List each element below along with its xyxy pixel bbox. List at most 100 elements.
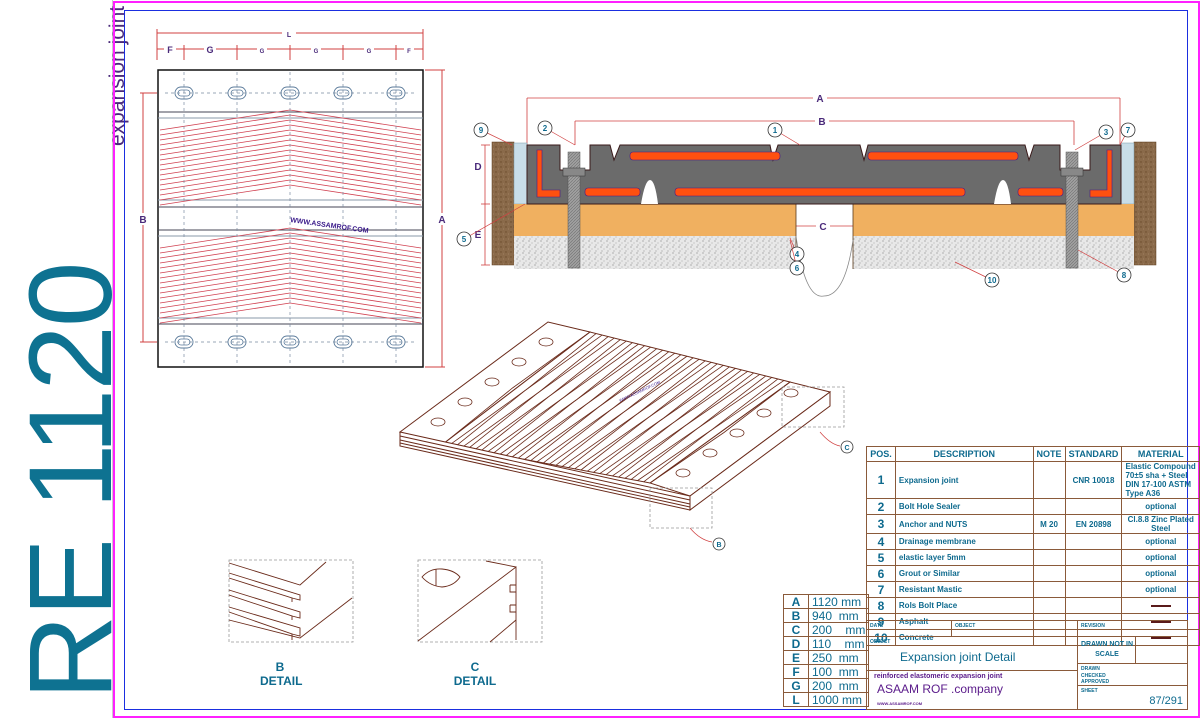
- bolt-holes: [174, 86, 406, 349]
- parts-table: POS. DESCRIPTION NOTE STANDARD MATERIAL …: [866, 446, 1200, 646]
- callout-label: 5: [462, 235, 467, 244]
- dim-label-a: A: [438, 215, 445, 226]
- detail-b-letter: B: [275, 660, 285, 674]
- part-description: elastic layer 5mm: [894, 549, 1034, 566]
- tb-revision-cell: REVISION: [1077, 620, 1188, 637]
- dimension-value: 940 mm: [807, 608, 870, 623]
- iso-bolt-hole-icon: [538, 337, 554, 347]
- header-description: DESCRIPTION: [894, 446, 1034, 462]
- iso-bolt-hole-icon: [511, 357, 527, 367]
- tb-sheet-label: SHEET: [1081, 688, 1098, 694]
- header-note: NOTE: [1032, 446, 1066, 462]
- callout-label: 3: [1104, 128, 1109, 137]
- dimension-key: E: [783, 650, 809, 665]
- dash-line-icon: [1150, 604, 1171, 607]
- tb-website: WWW.ASSAMROF.COM: [877, 701, 923, 706]
- bolt-hole-icon: [174, 335, 194, 349]
- tb-description: reinforced elastomeric expansion joint: [874, 673, 1003, 680]
- iso-bolt-hole-icon: [430, 417, 446, 427]
- dim-label-f-left: F: [167, 45, 173, 55]
- tb-object-top-label: OBJECT: [955, 623, 976, 629]
- tb-blank-cell: [1135, 636, 1188, 664]
- tb-object-top-cell: OBJECT: [951, 620, 1078, 637]
- detail-c-letter: C: [470, 660, 480, 674]
- side-band: expansion joint RE 1120: [0, 0, 137, 718]
- part-pos: 1: [866, 461, 896, 499]
- part-pos: 4: [866, 533, 896, 550]
- bolt-hole-icon: [227, 86, 247, 100]
- part-pos: 7: [866, 581, 896, 598]
- part-description: Drainage membrane: [894, 533, 1034, 550]
- iso-callouts: B C: [712, 440, 854, 551]
- tb-drawn-label: DRAWN: [1081, 666, 1100, 672]
- sheet-inner-frame: [124, 10, 1188, 710]
- part-standard: [1064, 629, 1123, 646]
- iso-bolt-hole-icon: [457, 397, 473, 407]
- callout-label: 8: [1122, 271, 1127, 280]
- dimension-value: 1000 mm: [807, 692, 870, 707]
- part-description: Bolt Hole Sealer: [894, 498, 1034, 515]
- dimension-key: A: [783, 594, 809, 609]
- dimension-value: 100 mm: [807, 664, 870, 679]
- part-note: [1032, 597, 1066, 614]
- callout-label: 9: [479, 126, 484, 135]
- part-standard: [1064, 498, 1123, 515]
- plan-view: L F G G G G F B A: [138, 28, 449, 368]
- callout-5: [456, 231, 472, 247]
- bolt-hole-icon: [333, 86, 353, 100]
- iso-callout-c: C: [844, 445, 849, 452]
- callout-label: 10: [988, 276, 997, 285]
- bolt-hole-icon: [386, 335, 406, 349]
- iso-bolt-hole-icon: [675, 468, 691, 478]
- callout-1: [767, 122, 783, 138]
- section-dim-b: B: [818, 117, 825, 128]
- callout-label: 1: [773, 126, 778, 135]
- parts-table-header: POS. DESCRIPTION NOTE STANDARD MATERIAL: [866, 446, 1200, 462]
- part-pos: 8: [866, 597, 896, 614]
- detail-c: [417, 559, 543, 643]
- dim-label-g-1: G: [206, 45, 213, 55]
- header-pos: POS.: [866, 446, 896, 462]
- dimension-key: G: [783, 678, 809, 693]
- sheet-outer-frame: [113, 1, 1200, 718]
- dimension-value: 250 mm: [807, 650, 870, 665]
- callout-label: 4: [795, 250, 800, 259]
- tb-date-label: DATE: [870, 623, 884, 629]
- dimension-key: B: [783, 608, 809, 623]
- detail-c-label: C DETAIL: [450, 660, 500, 688]
- callout-8: [1116, 267, 1132, 283]
- part-pos: 10: [866, 629, 896, 646]
- tb-approvals-cell: DRAWN CHECKED APPROVED: [1077, 663, 1188, 686]
- tb-date-cell: DATE: [866, 620, 952, 637]
- part-standard: EN 20898: [1064, 514, 1123, 534]
- callout-7: [1120, 122, 1136, 138]
- callout-label: 6: [795, 264, 800, 273]
- part-note: [1032, 549, 1066, 566]
- part-standard: [1064, 597, 1123, 614]
- bolt-hole-icon: [280, 335, 300, 349]
- detail-b: [228, 559, 354, 643]
- detail-b-label: B DETAIL: [260, 660, 302, 688]
- dim-label-f-right: F: [407, 49, 411, 55]
- section-view: A B C D E: [456, 92, 1157, 297]
- callout-2: [537, 120, 553, 136]
- part-material: optional: [1121, 498, 1200, 515]
- callout-label: 2: [543, 124, 548, 133]
- part-material: optional: [1121, 581, 1200, 598]
- dimension-value: 200 mm: [807, 622, 870, 637]
- iso-bolt-hole-icon: [756, 408, 772, 418]
- section-dim-c: C: [819, 222, 826, 233]
- dimension-key: L: [783, 692, 809, 707]
- part-note: [1032, 498, 1066, 515]
- part-material: optional: [1121, 565, 1200, 582]
